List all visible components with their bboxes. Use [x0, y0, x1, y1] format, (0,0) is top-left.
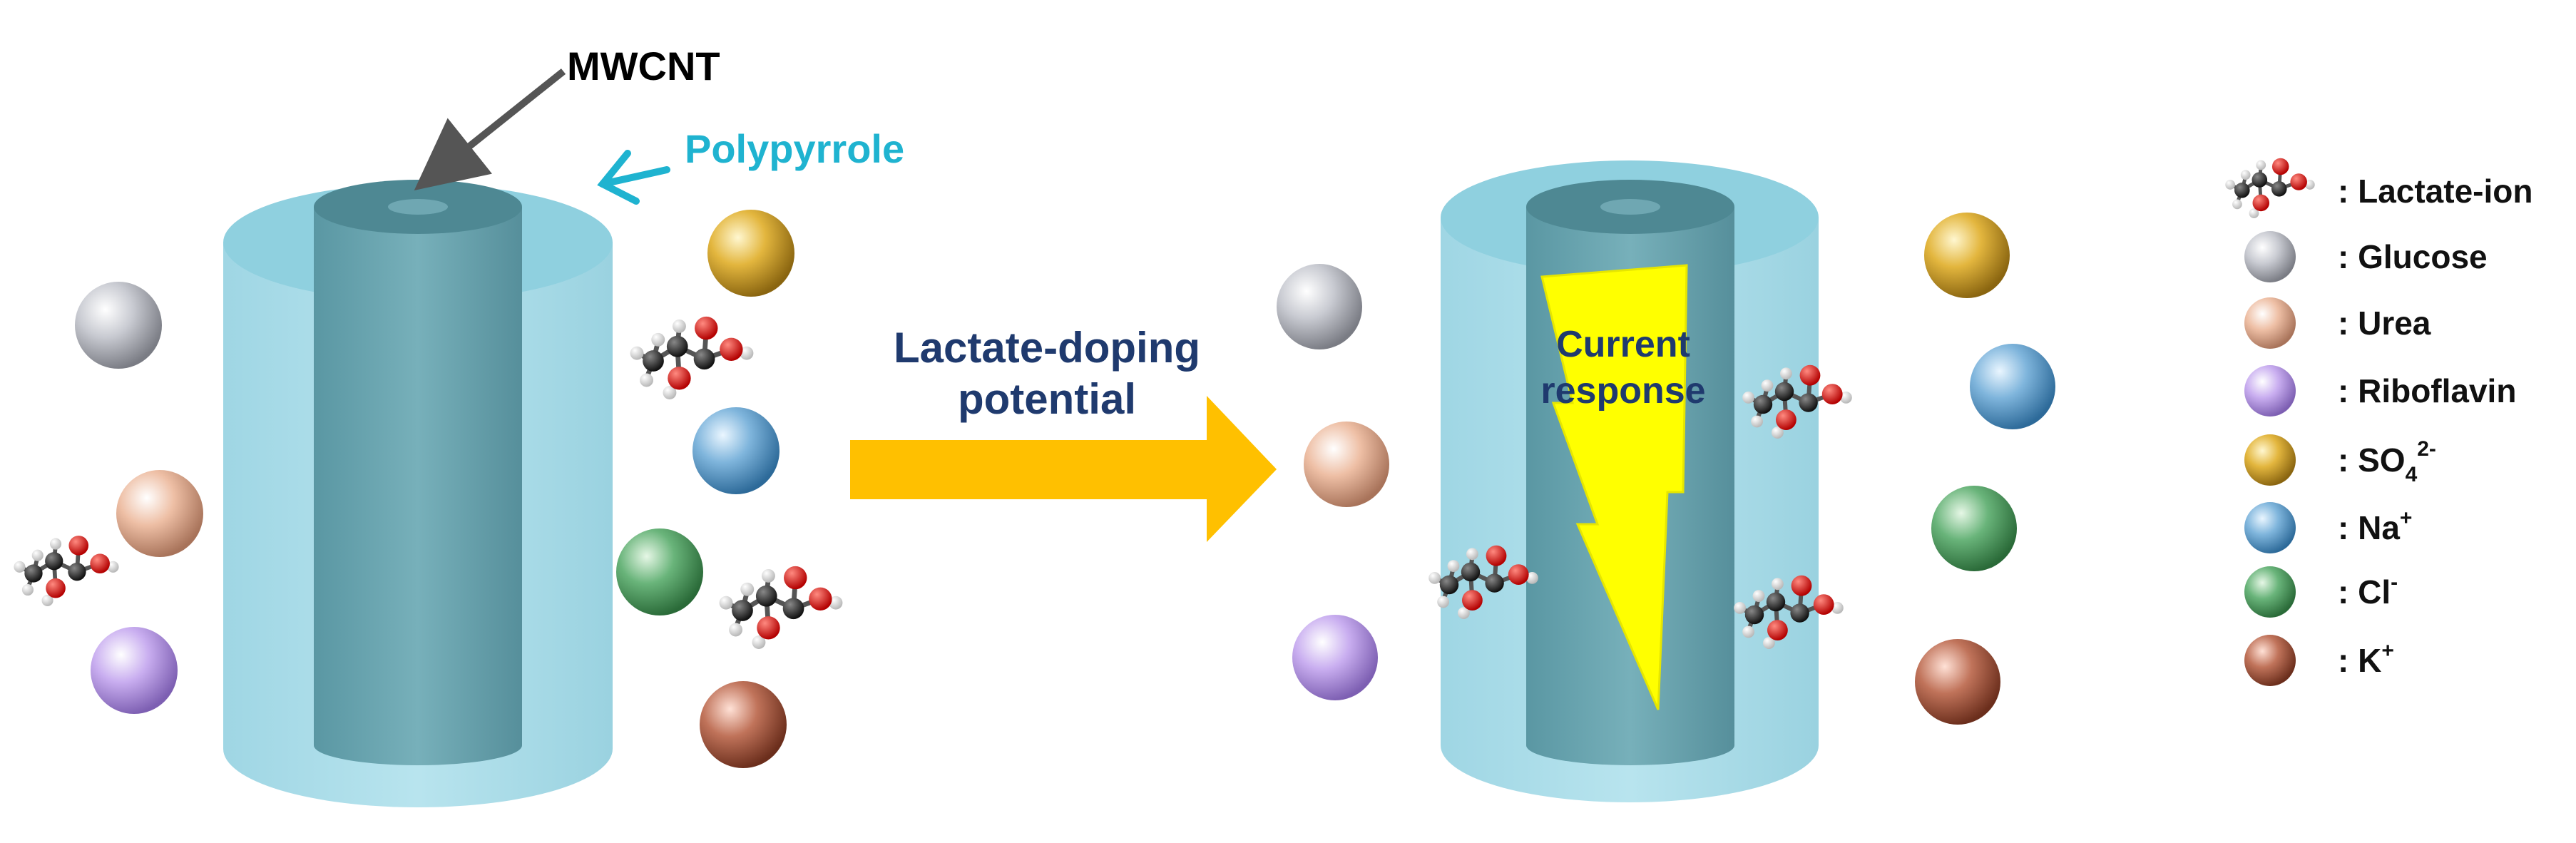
legend-label-glucose: : Glucose [2338, 238, 2488, 275]
mwcnt-hole [388, 199, 448, 215]
urea-sphere-icon [2244, 297, 2296, 349]
chloride-sphere [1931, 486, 2017, 571]
sodium-sphere [1970, 344, 2055, 429]
legend-label-chloride: : Cl- [2338, 571, 2398, 610]
riboflavin-sphere [1292, 615, 1378, 700]
potassium-sphere [1915, 639, 2000, 725]
lightning-bolt-icon [1540, 264, 1688, 710]
lactate-molecule [630, 317, 754, 399]
doping-arrow [850, 396, 1277, 542]
current-label-line2: response [1540, 370, 1705, 412]
polypyrrole-pointer-icon [597, 150, 670, 205]
mwcnt-hole [1600, 199, 1660, 215]
left-electrode [223, 180, 613, 807]
mwcnt-pointer-arrow [414, 68, 566, 190]
sulfate-sphere [707, 210, 794, 297]
lactate-molecule [720, 566, 843, 649]
doping-label-line2: potential [958, 375, 1136, 423]
legend-label-potassium: : K+ [2338, 639, 2394, 679]
lactate-molecule-icon [2225, 158, 2314, 218]
lactate-molecule [14, 536, 118, 606]
legend-label-sodium: : Na+ [2338, 506, 2412, 546]
chloride-sphere-icon [2244, 566, 2296, 618]
polypyrrole-label: Polypyrrole [685, 126, 904, 171]
sulfate-sphere [1924, 213, 2010, 298]
sulfate-sphere-icon [2244, 434, 2296, 486]
legend-label-riboflavin: : Riboflavin [2338, 372, 2516, 409]
mwcnt-core [314, 207, 522, 765]
sodium-sphere-icon [2244, 502, 2296, 553]
riboflavin-sphere-icon [2244, 365, 2296, 417]
glucose-sphere [75, 282, 162, 369]
urea-sphere [1304, 422, 1389, 507]
doping-label-line1: Lactate-doping [894, 324, 1200, 372]
riboflavin-sphere [91, 627, 178, 714]
mwcnt-label: MWCNT [567, 44, 720, 88]
legend-label-lactate: : Lactate-ion [2338, 173, 2532, 210]
legend-label-sulfate: : SO42- [2338, 437, 2436, 486]
sodium-sphere [692, 407, 780, 494]
urea-sphere [116, 470, 203, 557]
glucose-sphere [1277, 264, 1362, 349]
glucose-sphere-icon [2244, 231, 2296, 282]
legend: : Lactate-ion : Glucose : Urea : Ribofla… [2225, 158, 2532, 686]
potassium-sphere [700, 681, 787, 768]
potassium-sphere-icon [2244, 635, 2296, 686]
right-electrode [1441, 160, 1819, 802]
current-label-line1: Current [1556, 324, 1690, 365]
chloride-sphere [616, 528, 703, 615]
legend-label-urea: : Urea [2338, 305, 2431, 342]
